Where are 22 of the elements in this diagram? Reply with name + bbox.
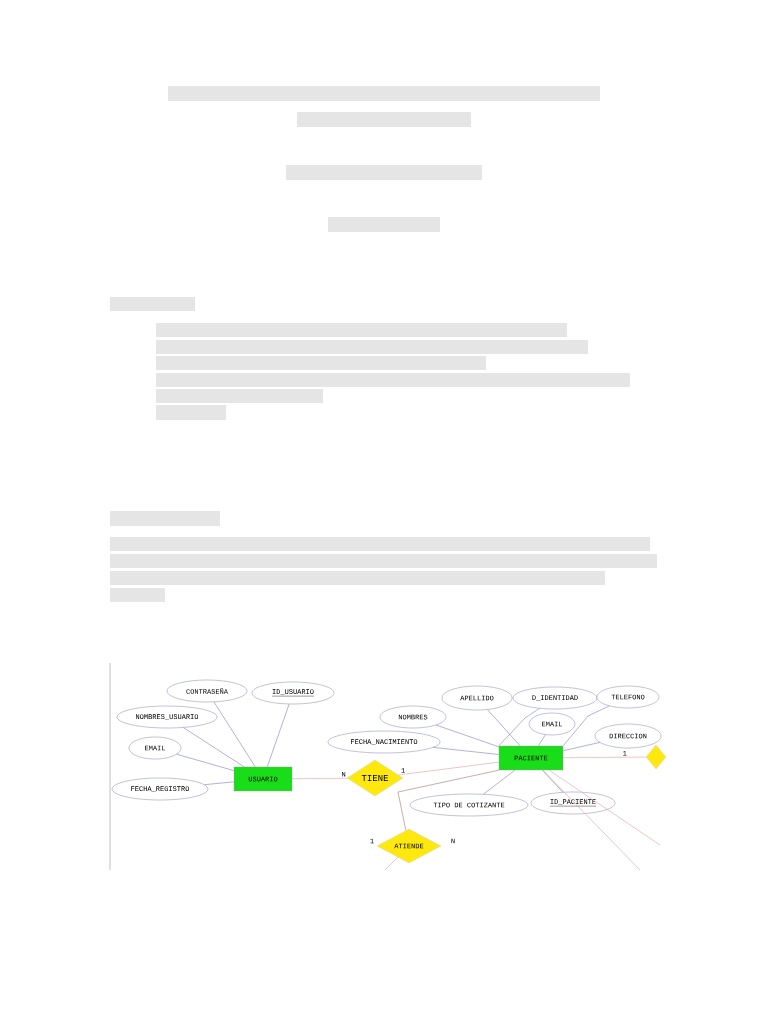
connector-line bbox=[548, 769, 661, 846]
relationship-diamond bbox=[645, 744, 667, 770]
connector-line bbox=[562, 705, 610, 747]
connector-line bbox=[204, 781, 235, 785]
connector-line bbox=[435, 724, 500, 748]
connector-line bbox=[562, 742, 601, 751]
connector-line bbox=[384, 856, 399, 871]
connector-line bbox=[483, 769, 516, 795]
connector-line bbox=[562, 756, 647, 759]
connector-line bbox=[266, 703, 290, 768]
connector-line bbox=[176, 753, 235, 771]
connector-line bbox=[213, 701, 256, 768]
connector-line bbox=[542, 769, 641, 871]
connector-line bbox=[487, 709, 521, 747]
connector-line bbox=[498, 708, 540, 747]
connector-line bbox=[542, 769, 564, 793]
connector-line bbox=[538, 734, 546, 747]
connector-line bbox=[398, 761, 500, 776]
connector-line bbox=[433, 747, 500, 755]
connector-line bbox=[183, 727, 245, 768]
connector-line bbox=[291, 777, 348, 780]
connector-line bbox=[397, 769, 500, 831]
